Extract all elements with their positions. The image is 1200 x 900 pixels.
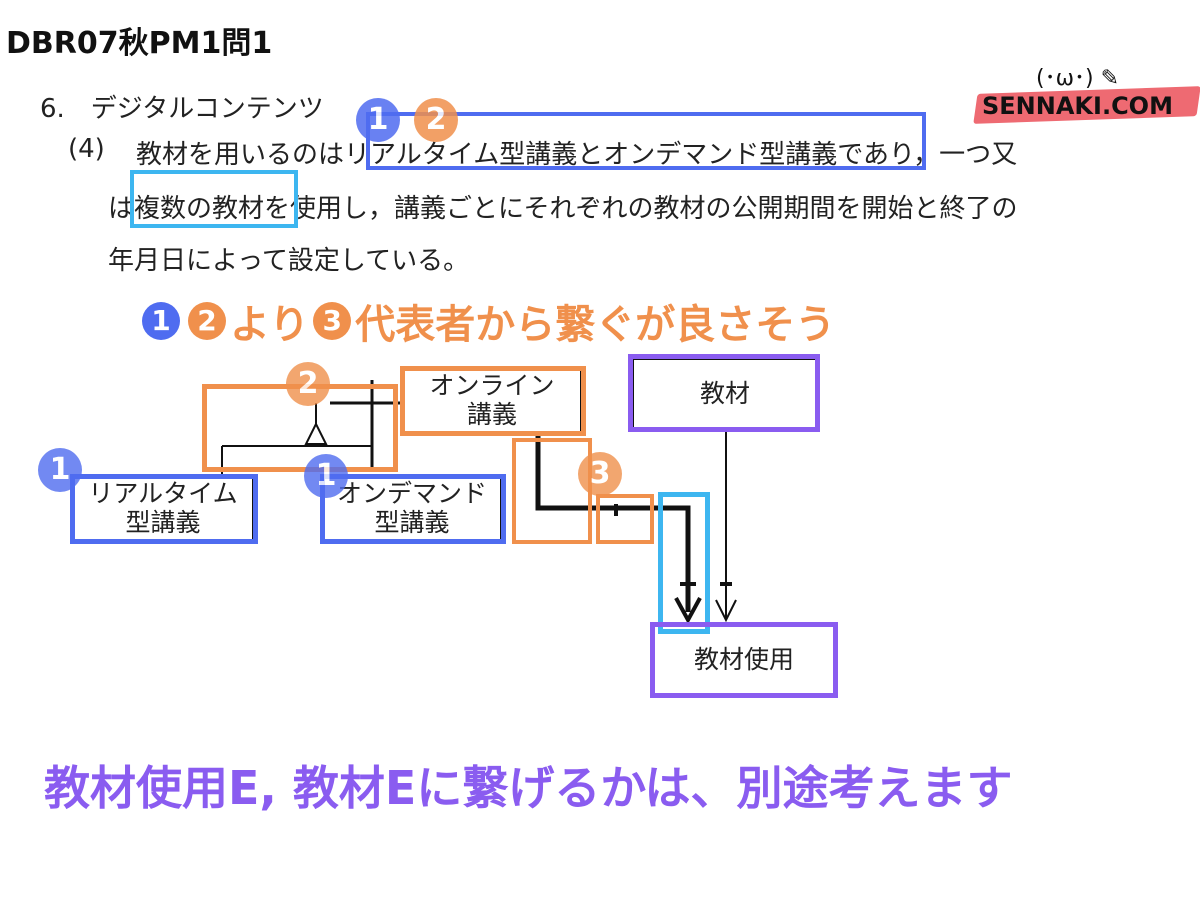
section-heading: 6. デジタルコンテンツ [40,94,324,124]
item-number: (4) [68,134,105,164]
entity-ondemand-lecture[interactable]: オンデマンド 型講義 [322,476,502,542]
entity-online-lecture[interactable]: オンライン 講義 [402,368,582,434]
doc-line-2: は 複数の教材 を使用し，講義ごとにそれぞれの教材の公開期間を開始と終了の [108,188,1018,225]
doc-line-1-b: リアルタイム型講義とオンデマンド型講義 [344,140,838,170]
doc-line-3: 年月日によって設定している。 [108,246,470,276]
logo-text: SENNAKI.COM [982,92,1173,120]
headline-badge-3: 3 [313,302,352,340]
diagram-badge-3: 3 [578,452,622,496]
highlight-material [628,354,820,432]
highlight-multiple-link [658,492,710,634]
headline-badge-1: 1 [142,302,180,340]
diagram-badge-1-ondemand: 1 [304,454,348,498]
arrowhead-thin [715,599,737,623]
headline-text-2: 代表者から繋ぐが良さそう [355,302,836,348]
doc-line-1-c: であり，一つ又 [837,140,1018,170]
highlight-relation-a [512,438,592,544]
highlight-ondemand [320,474,506,544]
subtype-triangle [304,421,328,445]
entity-material-use-label: 教材使用 [693,644,794,674]
highlight-material-use [650,622,838,698]
highlight-multiple-materials [130,170,298,228]
doc-line-1: 教材を用いるのは リアルタイム型講義とオンデマンド型講義 であり，一つ又 [136,134,1017,171]
highlight-lecture-types [366,112,926,170]
line-online-to-use [535,436,691,612]
badge-2: 2 [414,98,458,142]
diagram-badge-1-realtime: 1 [38,448,82,492]
highlight-realtime [70,474,258,544]
doc-line-2-b: 複数の教材 [134,194,265,224]
logo-face-icon: (･ω･) ✎ [1036,66,1120,91]
doc-line-1-a: 教材を用いるのは [136,140,345,170]
entity-material[interactable]: 教材 [632,358,818,430]
diagram-badge-2: 2 [286,362,330,406]
headline-text-1: より [230,302,310,348]
entity-ondemand-label: オンデマンド 型講義 [336,479,487,537]
entity-realtime-label: リアルタイム 型講義 [88,479,238,537]
headline: 1 2 より 3 代表者から繋ぐが良さそう [138,292,835,350]
highlight-relation-b [596,494,654,544]
arrowhead-thick [674,597,702,625]
page-title: DBR07秋PM1問1 [6,26,273,61]
site-logo[interactable]: (･ω･) ✎ SENNAKI.COM [958,60,1200,130]
headline-badge-2: 2 [188,302,226,340]
entity-online-label: オンライン 講義 [429,371,555,429]
doc-line-2-c: を使用し，講義ごとにそれぞれの教材の公開期間を開始と終了の [264,194,1018,224]
footer-note: 教材使用E, 教材Eに繋げるかは、別途考えます [44,761,1013,815]
doc-line-2-a: は [108,194,135,224]
entity-material-label: 教材 [699,378,750,408]
highlight-online [400,366,586,436]
badge-1: 1 [356,98,400,142]
